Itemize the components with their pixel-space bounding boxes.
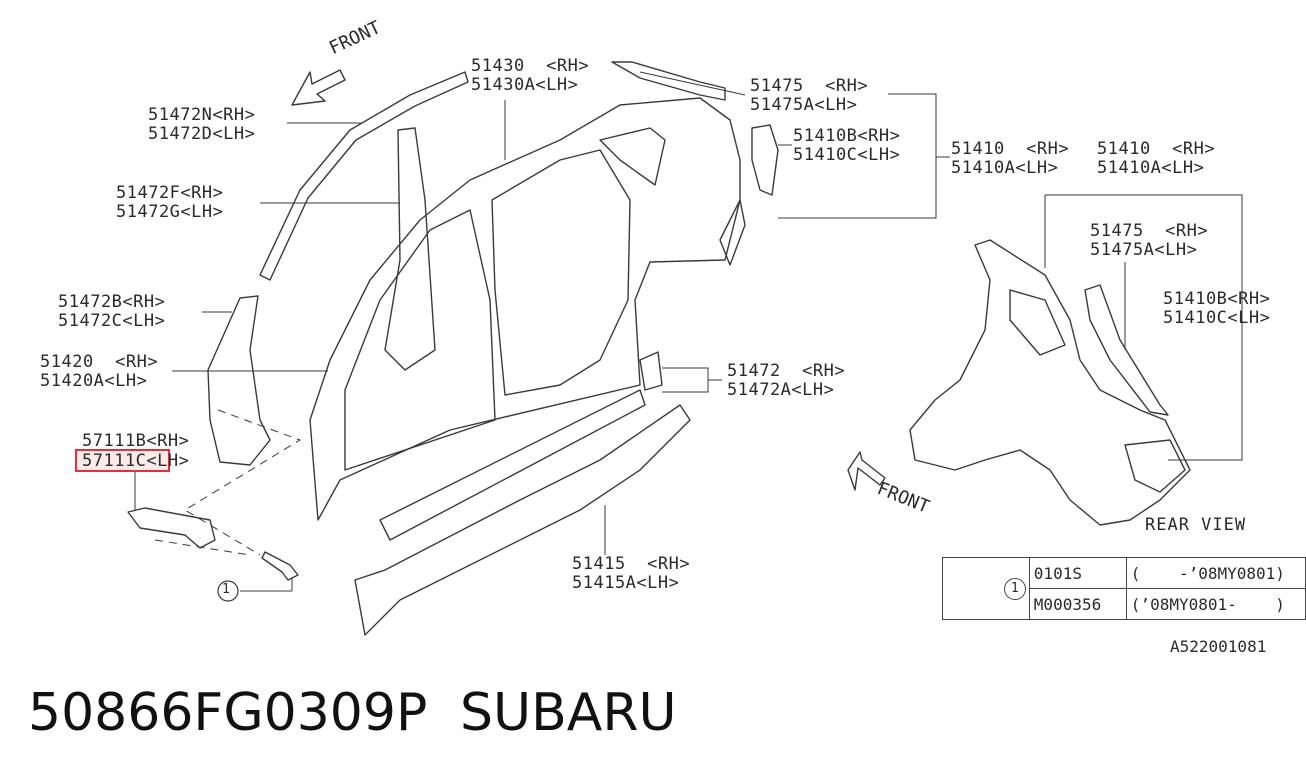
label-51472n: 51472N<RH> 51472D<LH> (148, 105, 256, 144)
label-51415: 51415 <RH> 51415A<LH> (572, 554, 691, 593)
leader-51475-a (639, 71, 746, 96)
rear-view-label: REAR VIEW (1145, 515, 1247, 535)
sill-outer (354, 404, 691, 636)
rear-edge (719, 199, 746, 266)
quarter-window (599, 127, 666, 186)
rear-bracket (1124, 439, 1186, 493)
bolt (261, 551, 299, 581)
label-51410b-rear: 51410B<RH> 51410C<LH> (1163, 289, 1271, 328)
label-51420: 51420 <RH> 51420A<LH> (40, 352, 159, 391)
label-51410-rear: 51410 <RH> 51410A<LH> (1097, 139, 1216, 178)
rear-quarter (909, 239, 1191, 526)
table-row: M000356 (’08MY0801- ) (943, 588, 1306, 620)
part-number: 50866FG0309P (28, 683, 428, 743)
label-57111b: 57111B<RH> (82, 431, 190, 451)
bracket-57111 (127, 507, 216, 549)
leader-51472 (662, 367, 709, 393)
front-arrow-right (847, 451, 886, 491)
front-door-opening (344, 209, 496, 471)
brand-name: SUBARU (460, 683, 677, 743)
label-51472f: 51472F<RH> 51472G<LH> (116, 183, 224, 222)
leader-rear-51410 (1045, 194, 1243, 461)
label-51472: 51472 <RH> 51472A<LH> (727, 361, 846, 400)
callout-1-circle (217, 580, 239, 602)
table-cell: ( -’08MY0801) (1125, 557, 1306, 589)
table-cell: (’08MY0801- ) (1125, 588, 1306, 620)
label-51472b: 51472B<RH> 51472C<LH> (58, 292, 166, 331)
front-pillar (207, 295, 271, 466)
label-51475-rear: 51475 <RH> 51475A<LH> (1090, 221, 1209, 260)
table-row: 1 0101S ( -’08MY0801) (942, 557, 1306, 620)
reference-code: A522001081 (1170, 637, 1267, 656)
bracket-51472 (639, 351, 663, 391)
center-pillar (384, 127, 436, 371)
label-51410b: 51410B<RH> 51410C<LH> (793, 126, 901, 165)
roof-rail (259, 71, 469, 281)
leader-51410-bracket (778, 93, 937, 219)
table-marker-cell: 1 (942, 557, 1030, 620)
front-arrow-left (291, 69, 346, 106)
highlight-57111c (75, 449, 170, 472)
table-cell: 0101S (1028, 557, 1127, 589)
table-marker: 1 (1003, 578, 1026, 600)
roof-strip-rear (611, 61, 726, 101)
sill-inner (379, 389, 646, 541)
callout-1-number: 1 (222, 582, 230, 597)
rear-quarter-window (1009, 289, 1066, 356)
label-51410: 51410 <RH> 51410A<LH> (951, 139, 1070, 178)
label-51475: 51475 <RH> 51475A<LH> (750, 76, 869, 115)
label-57111c: 57111C<LH> (82, 451, 190, 471)
label-51430: 51430 <RH> 51430A<LH> (471, 56, 590, 95)
table-cell: M000356 (1028, 588, 1127, 620)
side-panel-outer (309, 97, 741, 521)
bracket-rear (751, 124, 779, 196)
dashed-guide-2 (154, 539, 251, 556)
fastener-table: 1 0101S ( -’08MY0801) M000356 (’08MY0801… (942, 557, 1306, 620)
dashed-guide-1 (184, 409, 302, 556)
rear-door-opening (491, 149, 631, 396)
rear-pillar-strip (1084, 284, 1169, 416)
